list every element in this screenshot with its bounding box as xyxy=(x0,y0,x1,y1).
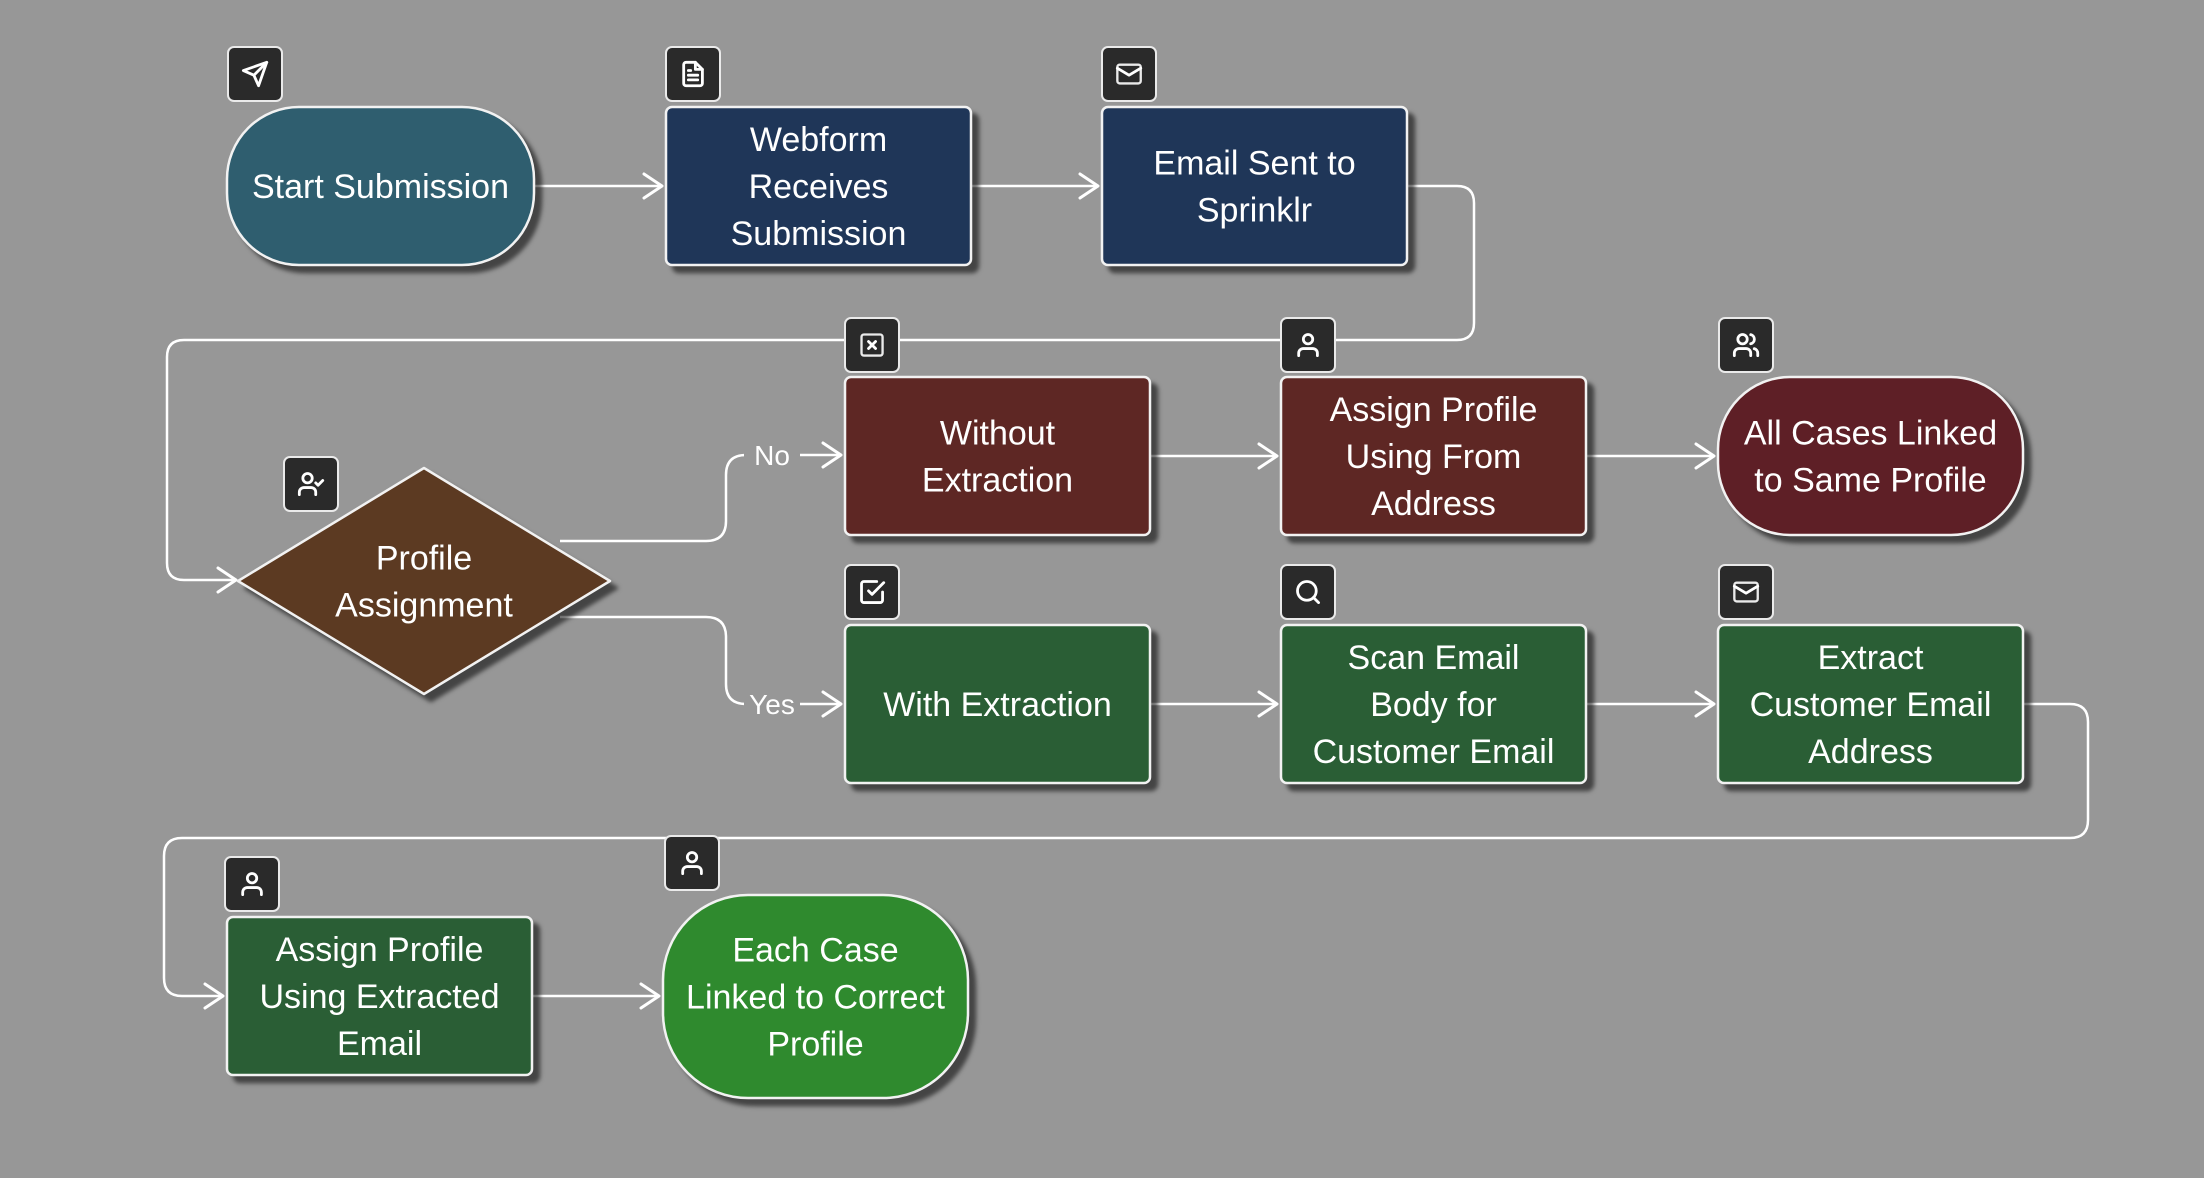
arrowhead xyxy=(1078,172,1100,200)
node-label-line: Assign Profile xyxy=(276,931,484,969)
node-label-line: Sprinklr xyxy=(1197,192,1312,230)
edge-scan-to-extract xyxy=(1586,690,1716,718)
user-icon xyxy=(224,856,280,912)
node-with: With Extraction xyxy=(843,564,1152,785)
node-label-line: All Cases Linked xyxy=(1744,415,1997,453)
connector-line xyxy=(165,184,1476,582)
edges-layer xyxy=(162,172,2090,1010)
decision-shape xyxy=(236,466,612,696)
node-label-line: Webform xyxy=(750,121,887,159)
user-icon xyxy=(664,835,720,891)
process-shape xyxy=(225,915,534,1077)
node-label-line: Linked to Correct xyxy=(686,979,945,1017)
edge-webform-to-email-sprinklr xyxy=(971,172,1100,200)
nodes-layer: Start Submission WebformReceivesSubmissio… xyxy=(224,46,2025,1100)
connector-line xyxy=(560,453,841,543)
arrowhead xyxy=(642,172,664,200)
edge-profile-to-with xyxy=(560,615,843,718)
connector-line xyxy=(560,615,841,706)
node-label-line: With Extraction xyxy=(883,686,1112,724)
arrowhead xyxy=(1694,690,1716,718)
edge-email-sprinklr-to-profile xyxy=(165,184,1476,594)
node-label-line: Customer Email xyxy=(1313,733,1555,771)
node-label-line: Scan Email xyxy=(1348,639,1520,677)
node-email-sprinklr: Email Sent to Sprinklr xyxy=(1100,46,1409,267)
node-start: Start Submission xyxy=(225,46,536,267)
arrowhead xyxy=(1257,442,1279,470)
connector-line xyxy=(162,702,2090,998)
users-icon xyxy=(1718,317,1774,373)
edge-assign-from-to-all-cases xyxy=(1586,442,1716,470)
process-shape xyxy=(843,623,1152,785)
process-shape xyxy=(1100,105,1409,267)
x-square-icon xyxy=(844,317,900,373)
process-shape xyxy=(843,375,1152,537)
node-label-line: Receives xyxy=(749,168,889,206)
node-label-line: Without xyxy=(940,415,1056,453)
process-shape xyxy=(1716,623,2025,785)
process-shape xyxy=(664,105,973,267)
node-label-line: Customer Email xyxy=(1750,686,1992,724)
edge-with-to-scan xyxy=(1150,690,1279,718)
node-label-line: Submission xyxy=(731,215,907,253)
node-label-line: Profile xyxy=(767,1026,863,1064)
edge-profile-to-without xyxy=(560,441,843,543)
node-label-line: Assign Profile xyxy=(1330,391,1538,429)
edge-label-text: No xyxy=(754,440,790,471)
edge-extract-to-assign-extracted xyxy=(162,702,2090,1010)
edge-assign-extracted-to-each-case xyxy=(532,982,661,1010)
check-square-icon xyxy=(844,564,900,620)
arrowhead xyxy=(216,566,238,594)
node-label-line: Email Sent to xyxy=(1153,145,1355,183)
edge-label: No xyxy=(744,437,800,471)
document-icon xyxy=(665,46,721,102)
arrowhead xyxy=(821,441,843,469)
node-label-line: Each Case xyxy=(732,932,898,970)
edge-without-to-assign-from xyxy=(1150,442,1279,470)
edge-label-text: Yes xyxy=(749,689,795,720)
node-label-line: Start Submission xyxy=(252,168,509,206)
node-label-line: Profile xyxy=(376,540,472,578)
mail-icon xyxy=(1718,564,1774,620)
arrowhead xyxy=(821,690,843,718)
node-label-line: Address xyxy=(1371,485,1496,523)
terminal-shape xyxy=(225,105,536,267)
terminal-shape xyxy=(661,893,970,1100)
node-label-line: Email xyxy=(337,1025,422,1063)
arrowhead xyxy=(639,982,661,1010)
node-all-cases: All Cases Linked to Same Profile xyxy=(1716,317,2025,537)
node-label-line: Assignment xyxy=(335,587,513,625)
node-label-line: Extraction xyxy=(922,462,1073,500)
arrowhead xyxy=(1257,690,1279,718)
node-label-line: Using Extracted xyxy=(260,978,500,1016)
search-icon xyxy=(1280,564,1336,620)
edge-label: Yes xyxy=(744,686,800,720)
node-label-line: Body for xyxy=(1370,686,1497,724)
process-shape xyxy=(1279,375,1588,537)
process-shape xyxy=(1279,623,1588,785)
arrowhead xyxy=(203,982,225,1010)
edge-start-to-webform xyxy=(534,172,664,200)
mail-icon xyxy=(1101,46,1157,102)
arrowhead xyxy=(1694,442,1716,470)
node-label-line: to Same Profile xyxy=(1754,462,1986,500)
terminal-shape xyxy=(1716,375,2025,537)
send-icon xyxy=(227,46,283,102)
node-label-line: Address xyxy=(1808,733,1933,771)
node-label-line: Using From xyxy=(1346,438,1522,476)
user-icon xyxy=(1280,317,1336,373)
user-check-icon xyxy=(283,456,339,512)
node-label-line: Extract xyxy=(1818,639,1924,677)
